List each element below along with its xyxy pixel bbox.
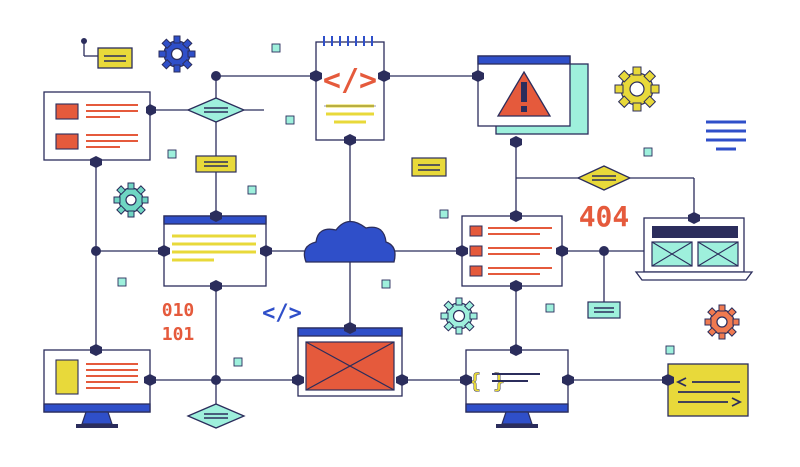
gear-icon <box>704 304 740 340</box>
list-card-top-left <box>43 91 156 168</box>
text-window-left <box>158 210 272 292</box>
monitor-icon: { } <box>460 344 574 428</box>
decorative-squares <box>117 43 675 367</box>
antenna-tag <box>97 47 133 69</box>
notepad-icon: </> <box>310 36 390 146</box>
tag-label <box>411 157 447 177</box>
binary-text: 010 101 <box>162 300 195 345</box>
binary-line-2: 101 <box>162 324 195 345</box>
gear-icon <box>440 297 478 335</box>
gear-icon <box>158 35 196 73</box>
warning-window <box>472 55 589 148</box>
gear-icon <box>113 182 149 218</box>
connector-nodes <box>81 38 609 385</box>
warning-icon <box>496 70 552 117</box>
gear-icon <box>614 66 660 112</box>
cloud-icon <box>303 220 396 263</box>
code-card <box>662 363 749 417</box>
diamond-decision-icon <box>186 97 246 123</box>
laptop-icon <box>634 212 754 281</box>
tag-label <box>195 155 237 173</box>
image-window <box>292 322 408 397</box>
hamburger-menu-icon <box>706 120 746 151</box>
monitor-icon <box>43 344 156 428</box>
error-code-label: 404 <box>579 200 630 233</box>
tag-label <box>587 301 621 319</box>
binary-line-1: 010 <box>162 300 195 321</box>
code-tag-label: </> <box>323 63 377 98</box>
diamond-decision-icon <box>576 165 632 191</box>
list-window-right <box>456 210 568 292</box>
floating-code-tag: </> <box>262 301 302 326</box>
diamond-decision-icon <box>186 403 246 429</box>
